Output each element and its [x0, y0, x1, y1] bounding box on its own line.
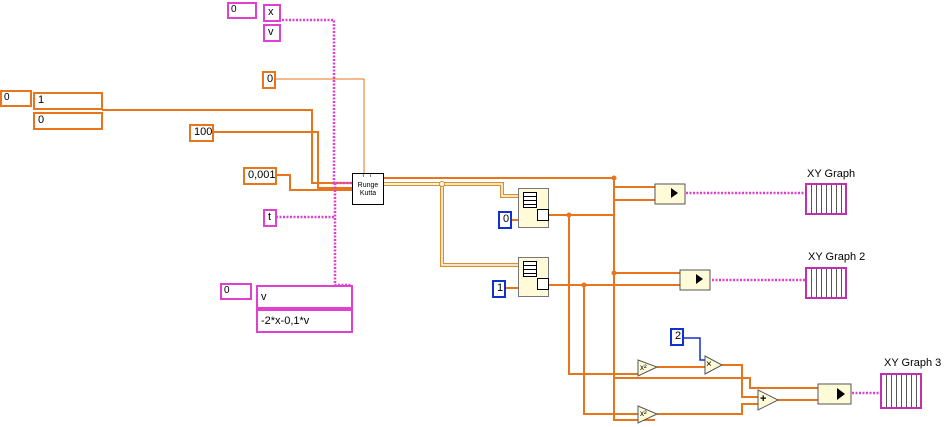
initial-array-item-0[interactable]: 1 [33, 92, 103, 110]
wire-v-out [549, 284, 640, 415]
multiplier-constant[interactable]: 2 [670, 328, 684, 346]
wire-end-time [213, 131, 352, 189]
array-grid-icon [523, 261, 537, 277]
names-array-item-1[interactable]: v [263, 24, 281, 42]
names-array: 0 x v [227, 2, 282, 44]
array-grid-icon [537, 278, 549, 290]
runge-kutta-vi[interactable]: ⠃ ⠃ Runge Kutta [352, 173, 384, 205]
wire-out-time [384, 177, 655, 421]
xy-graph-3-terminal[interactable] [880, 373, 922, 409]
wire-initial [102, 109, 352, 184]
index-1-constant[interactable]: 1 [492, 280, 506, 298]
index-array-node-v[interactable] [518, 257, 549, 297]
wire-mult-out [722, 364, 758, 398]
array-grid-icon [523, 192, 537, 208]
wire-x-to-graph1 [569, 199, 655, 216]
initial-array-index[interactable]: 0 [0, 90, 32, 107]
wire-time-graph3 [614, 377, 818, 389]
square-x-label: x² [640, 363, 647, 372]
multiply-label: × [706, 359, 712, 370]
xy-graph-2-label: XY Graph 2 [808, 251, 866, 263]
equations-array-item-0[interactable]: v [256, 285, 353, 309]
time-step-constant[interactable]: 0,001 [243, 167, 277, 185]
xy-graph-1-label: XY Graph [807, 168, 856, 180]
array-grid-icon [537, 209, 549, 221]
equations-array-index[interactable]: 0 [220, 283, 252, 300]
initial-array-item-1[interactable]: 0 [33, 112, 103, 130]
wire-sq2-out [657, 403, 758, 415]
xy-graph-2-terminal[interactable] [805, 267, 847, 299]
equations-array-item-1[interactable]: -2*x-0,1*v [256, 309, 353, 333]
rk-label-line1: Runge [357, 182, 379, 189]
names-array-index[interactable]: 0 [227, 2, 257, 19]
names-array-item-0[interactable]: x [263, 4, 281, 22]
rk-connector-glyph: ⠃ ⠃ [361, 174, 375, 181]
end-time-constant[interactable]: 100 [189, 124, 214, 142]
time-variable-constant[interactable]: t [263, 209, 277, 227]
add-label: + [760, 393, 767, 405]
start-time-constant[interactable]: 0 [262, 71, 276, 89]
equations-array: 0 v -2*x-0,1*v [220, 283, 354, 335]
index-0-constant[interactable]: 0 [498, 211, 512, 229]
wire-x-out [549, 214, 640, 375]
xy-graph-3-label: XY Graph 3 [884, 357, 942, 369]
initial-array: 0 1 0 [0, 90, 104, 132]
xy-graph-1-terminal[interactable] [805, 183, 847, 215]
index-array-node-x[interactable] [518, 188, 549, 228]
wire-step [276, 174, 352, 191]
square-v-label: x² [640, 409, 647, 418]
rk-label-line2: Kutta [359, 190, 377, 197]
